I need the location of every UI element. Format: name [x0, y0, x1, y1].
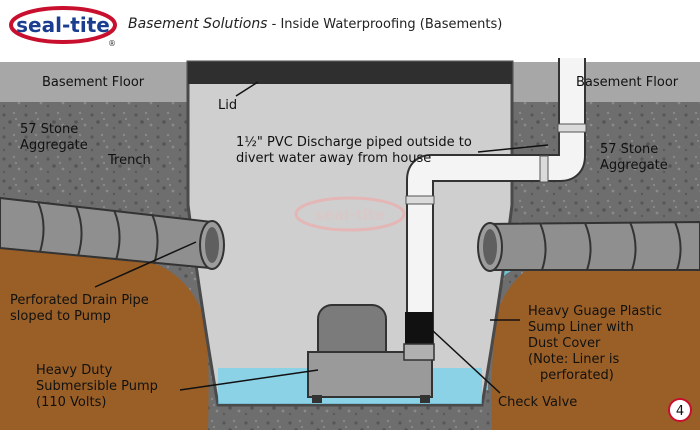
logo-registered-mark: ®: [108, 39, 116, 48]
page-number: 4: [676, 404, 684, 419]
label-trench: Trench: [107, 153, 151, 168]
label-liner-1: Heavy Guage Plastic: [528, 304, 662, 319]
label-stone-left-1: 57 Stone: [20, 122, 78, 137]
submersible-pump: [307, 304, 433, 403]
label-liner-4: (Note: Liner is: [528, 352, 620, 367]
logo-text: seal-tite: [16, 13, 110, 37]
label-check-valve: Check Valve: [498, 395, 577, 410]
soil-right: [491, 250, 700, 430]
basement-floor-left-slab: [0, 62, 188, 102]
page-number-badge: [668, 398, 692, 422]
check-valve-leader-line: [431, 329, 501, 394]
label-pump-1: Heavy Duty: [36, 363, 113, 378]
label-pump-3: (110 Volts): [36, 395, 106, 410]
header: seal-tite ® Basement Solutions - Inside …: [0, 0, 700, 58]
sump-lid: [188, 62, 512, 84]
pump-discharge-fitting: [403, 343, 435, 361]
drain-pipe-right: [477, 220, 700, 272]
label-drain-1: Perforated Drain Pipe: [10, 293, 149, 308]
label-liner-2: Sump Liner with: [528, 320, 634, 335]
basement-floor-right-slab: [512, 62, 700, 102]
page-title: Basement Solutions - Inside Waterproofin…: [128, 16, 502, 32]
watermark-oval: [294, 196, 406, 232]
label-pvc-2: divert water away from house: [236, 151, 431, 166]
title-main: Basement Solutions: [128, 16, 268, 32]
label-liner-5: perforated): [540, 368, 614, 383]
label-stone-left-2: Aggregate: [20, 138, 88, 153]
pvc-leader-line: [477, 144, 549, 153]
label-pvc-1: 1½" PVC Discharge piped outside to: [236, 135, 472, 150]
pvc-discharge-pipe: [405, 58, 587, 345]
label-basement-floor-left: Basement Floor: [42, 75, 145, 90]
seal-tite-logo: seal-tite ®: [9, 6, 117, 48]
lid-leader-line: [235, 81, 259, 97]
label-stone-right-1: 57 Stone: [600, 142, 658, 157]
label-drain-2: sloped to Pump: [10, 309, 111, 324]
label-liner-3: Dust Cover: [528, 336, 601, 351]
title-separator: -: [267, 17, 281, 32]
soil-left: [0, 247, 209, 430]
label-basement-floor-right: Basement Floor: [576, 75, 679, 90]
drain-pipe-left: [0, 196, 225, 270]
drain-leader-line: [94, 241, 197, 288]
pump-leader-line: [179, 369, 319, 391]
label-pump-2: Submersible Pump: [36, 379, 158, 394]
label-stone-right-2: Aggregate: [600, 158, 668, 173]
title-subtitle: Inside Waterproofing (Basements): [280, 17, 503, 32]
label-lid: Lid: [218, 98, 237, 113]
check-valve: [405, 312, 433, 344]
watermark-text: seal-tite: [315, 206, 385, 224]
